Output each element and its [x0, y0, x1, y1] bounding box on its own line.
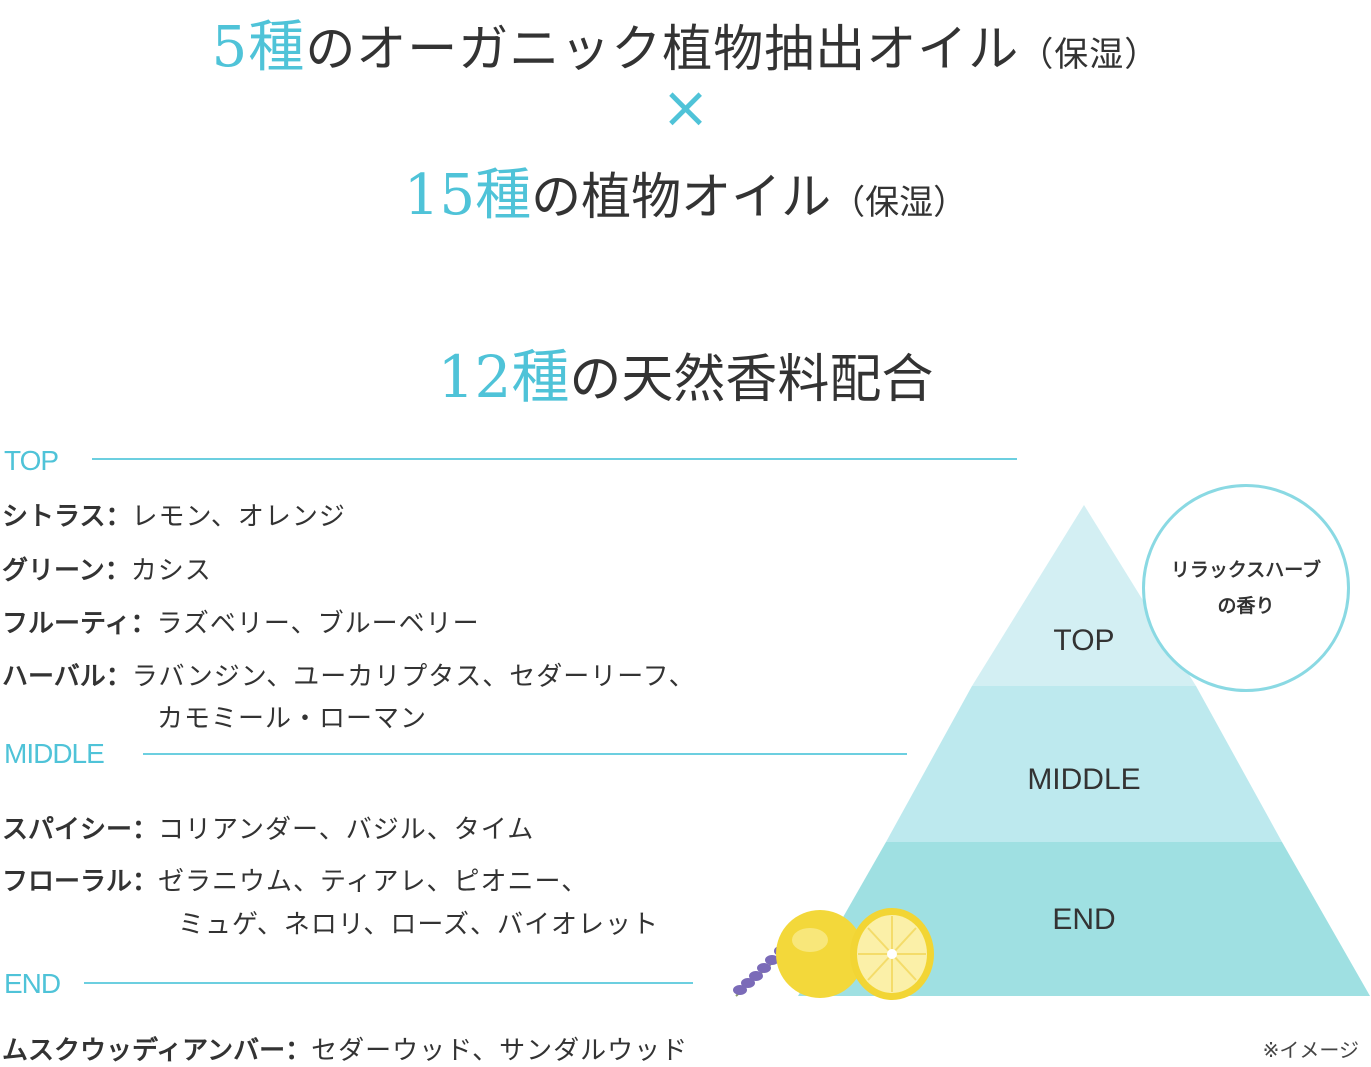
headline-paren: （保湿）	[831, 183, 968, 223]
section-divider-end	[84, 982, 693, 984]
note-value: ラズベリー、ブルーベリー	[156, 609, 480, 639]
note-row-herbal: ハーバル：ラバンジン、ユーカリプタス、セダーリーフ、	[2, 656, 696, 693]
pyramid-tier-top	[972, 505, 1196, 686]
section-divider-top	[92, 458, 1017, 460]
lemon-lavender-illustration	[733, 908, 934, 1000]
image-note: ※イメージ	[1262, 1038, 1359, 1062]
section-divider-middle	[143, 753, 907, 755]
note-value: ラバンジン、ユーカリプタス、セダーリーフ、	[131, 662, 696, 692]
badge-line: リラックスハーブ	[1170, 559, 1322, 581]
section-heading-end: END	[4, 968, 61, 999]
badge-line: の香り	[1217, 595, 1275, 617]
headline-count: 12種	[437, 343, 570, 411]
note-category: ハーバル：	[2, 662, 132, 692]
note-value-continued: ミュゲ、ネロリ、ローズ、バイオレット	[178, 910, 660, 940]
headline-text: のオーガニック植物抽出オイル	[305, 20, 1020, 78]
note-value: ゼラニウム、ティアレ、ピオニー、	[158, 867, 589, 897]
note-value: カシス	[130, 556, 212, 586]
pyramid-tier-middle	[886, 686, 1282, 842]
section-heading-top: TOP	[4, 445, 59, 476]
pyramid-label-middle: MIDDLE	[1027, 763, 1141, 796]
note-row-floral: フローラル：ゼラニウム、ティアレ、ピオニー、	[2, 861, 588, 898]
headline-count: 15種	[403, 163, 532, 228]
note-row-green: グリーン：カシス	[2, 550, 212, 587]
headline-text: の植物オイル	[531, 168, 832, 226]
headline-plant-oils: 15種の植物オイル（保湿）	[0, 150, 1371, 231]
note-value: レモン、オレンジ	[131, 502, 346, 532]
note-category: グリーン：	[2, 556, 131, 586]
note-value: コリアンダー、バジル、タイム	[158, 815, 535, 845]
note-value-continued: カモミール・ローマン	[157, 704, 428, 734]
note-category: シトラス：	[2, 502, 132, 532]
headline-text: の天然香料配合	[569, 350, 934, 410]
pyramid-label-top: TOP	[1053, 624, 1115, 657]
cross-symbol: ×	[661, 73, 710, 141]
pyramid-tier-end	[798, 842, 1370, 996]
headline-paren: （保湿）	[1019, 35, 1160, 75]
note-row-fruity: フルーティ：ラズベリー、ブルーベリー	[2, 603, 480, 640]
note-row-spicy: スパイシー：コリアンダー、バジル、タイム	[2, 809, 534, 846]
note-category: フローラル：	[2, 867, 159, 897]
pyramid-label-end: END	[1052, 903, 1116, 936]
headline-fragrance: 12種の天然香料配合	[0, 330, 1371, 414]
headline-organic-oils: 5種のオーガニック植物抽出オイル（保湿）	[0, 2, 1371, 83]
relax-herb-badge: リラックスハーブ の香り	[1142, 484, 1350, 692]
note-row-citrus: シトラス：レモン、オレンジ	[2, 496, 346, 533]
headline-count: 5種	[211, 15, 306, 80]
note-category: スパイシー：	[2, 815, 159, 845]
section-heading-middle: MIDDLE	[4, 738, 105, 769]
note-category: フルーティ：	[2, 609, 157, 639]
